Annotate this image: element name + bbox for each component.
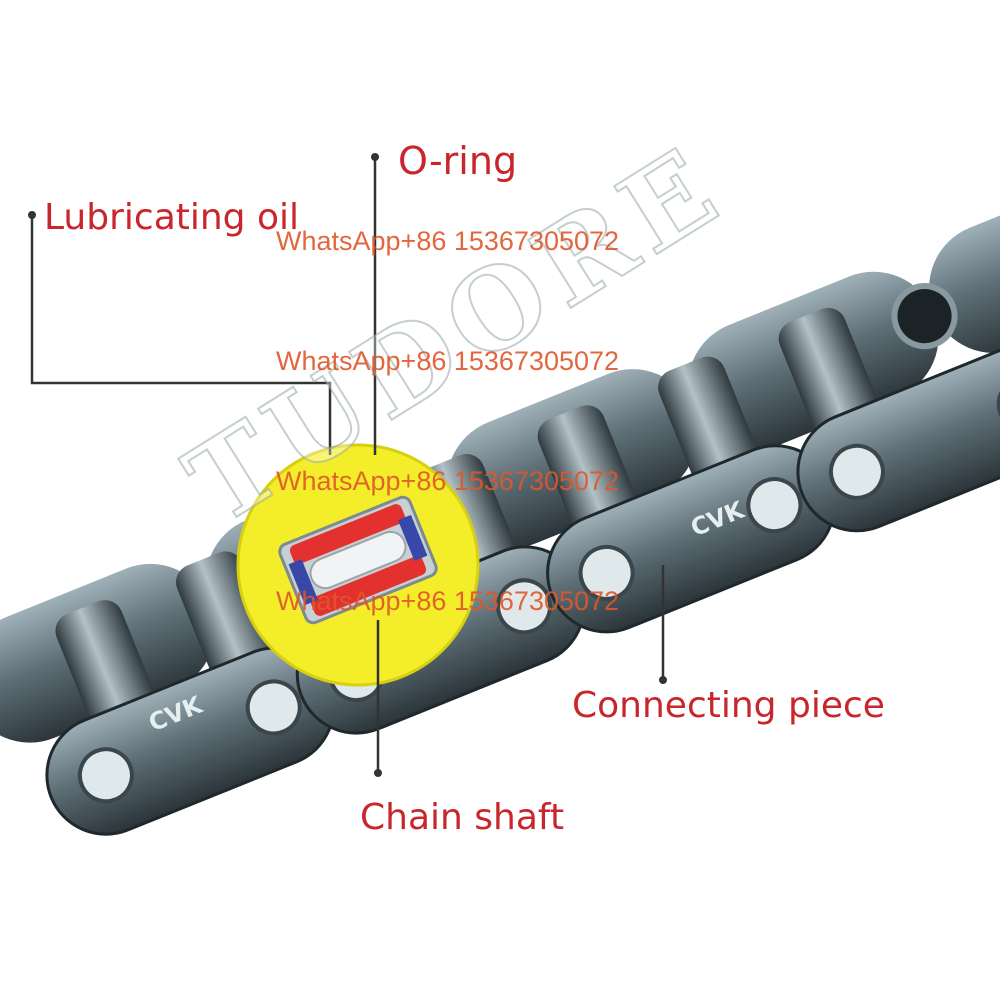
- whatsapp-watermark: WhatsApp+86 15367305072: [276, 466, 620, 496]
- label-chain-shaft: Chain shaft: [360, 797, 565, 838]
- end-roller-hole: [891, 283, 958, 350]
- leader-lines: [30, 157, 665, 773]
- leader-line-lubricating-oil: [30, 215, 332, 455]
- label-connecting-piece: Connecting piece: [572, 685, 885, 726]
- whatsapp-watermark: WhatsApp+86 15367305072: [276, 226, 620, 256]
- roller-chain: [0, 174, 1000, 836]
- label-lubricating-oil: Lubricating oil: [44, 197, 300, 238]
- lubricant: [289, 504, 406, 564]
- o-ring-seal: [288, 559, 319, 606]
- leader-dots: [28, 153, 667, 777]
- chain-shaft-core: [309, 530, 407, 590]
- whatsapp-watermark: WhatsApp+86 15367305072: [276, 346, 620, 376]
- label-o-ring: O-ring: [398, 139, 518, 183]
- pin-heads: [77, 375, 1000, 804]
- o-ring-seal: [397, 514, 428, 561]
- lubricant: [310, 556, 427, 616]
- whatsapp-watermark: WhatsApp+86 15367305072: [276, 586, 620, 616]
- cutaway-highlight: [236, 443, 480, 687]
